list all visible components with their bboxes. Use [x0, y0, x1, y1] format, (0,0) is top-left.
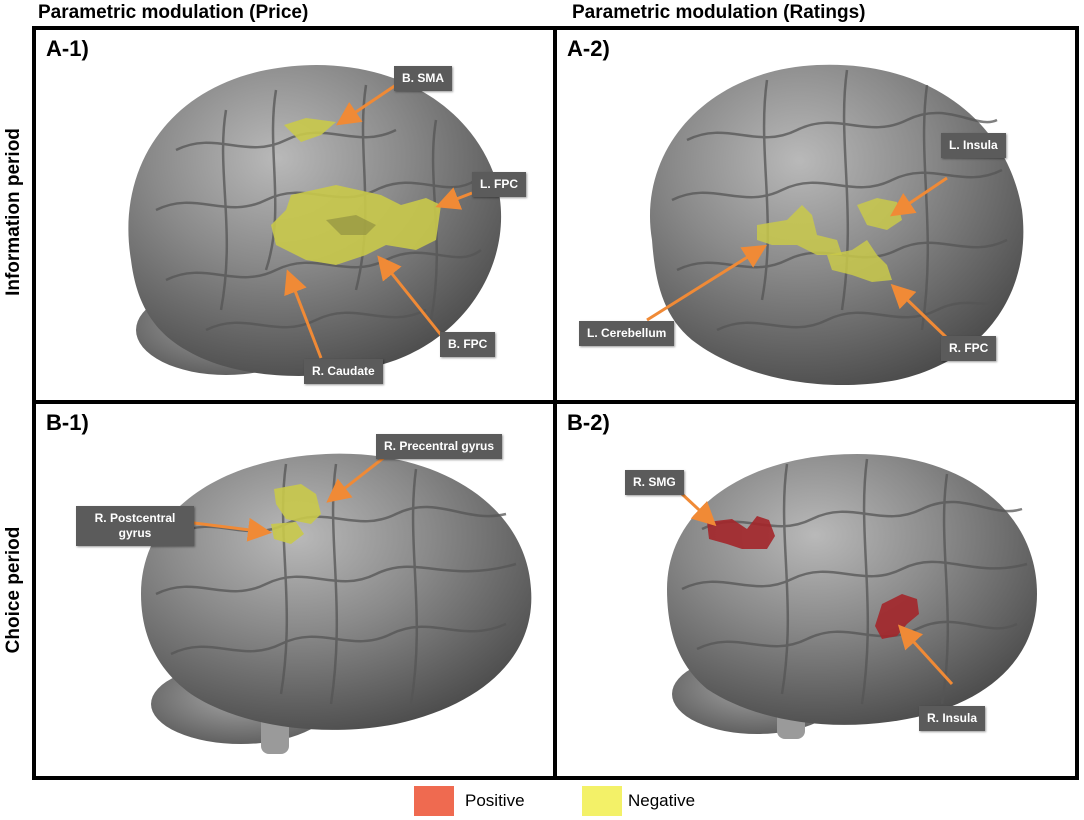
- legend-swatch-positive: [414, 786, 454, 816]
- brain-image-a1: [128, 64, 502, 377]
- panel-label-b1: B-1): [46, 410, 89, 435]
- panel-label-a2: A-2): [567, 36, 610, 61]
- panel-label-a1: A-1): [46, 36, 89, 61]
- column-header-price: Parametric modulation (Price): [38, 2, 309, 23]
- panel-label-b2: B-2): [567, 410, 610, 435]
- panel-b2: B-2) R. SMG R. Insula: [553, 400, 1079, 780]
- callout-b-fpc: B. FPC: [440, 332, 496, 357]
- column-header-ratings: Parametric modulation (Ratings): [572, 2, 866, 23]
- callout-r-precentral-gyrus: R. Precentral gyrus: [376, 434, 503, 459]
- row-label-information: Information period: [3, 128, 24, 296]
- panel-b1: B-1) R. Precentral gyrus R. Postcentral …: [32, 400, 557, 780]
- callout-r-insula: R. Insula: [919, 706, 986, 731]
- brain-image-a2: [646, 64, 1024, 386]
- callout-l-fpc: L. FPC: [472, 172, 526, 197]
- row-label-choice: Choice period: [3, 526, 24, 654]
- panel-a1: A-1) B. SMA L. FPC B. FPC R. Caudate: [32, 26, 557, 404]
- brain-image-b1: [141, 450, 532, 754]
- callout-b-sma: B. SMA: [394, 66, 452, 91]
- callout-r-smg: R. SMG: [625, 470, 684, 495]
- callout-r-fpc: R. FPC: [941, 336, 997, 361]
- callout-r-postcentral-gyrus: R. Postcentral gyrus: [76, 506, 194, 546]
- callout-l-cerebellum: L. Cerebellum: [579, 321, 675, 346]
- legend-label-negative: Negative: [628, 791, 696, 810]
- callout-r-caudate: R. Caudate: [304, 359, 383, 384]
- panel-a2: A-2) L. Insula L. Cerebellum R. FPC: [553, 26, 1079, 404]
- legend: Positive Negative: [0, 782, 1084, 818]
- callout-l-insula: L. Insula: [941, 133, 1006, 158]
- brain-image-b2: [667, 454, 1037, 739]
- legend-label-positive: Positive: [465, 791, 525, 810]
- legend-swatch-negative: [582, 786, 622, 816]
